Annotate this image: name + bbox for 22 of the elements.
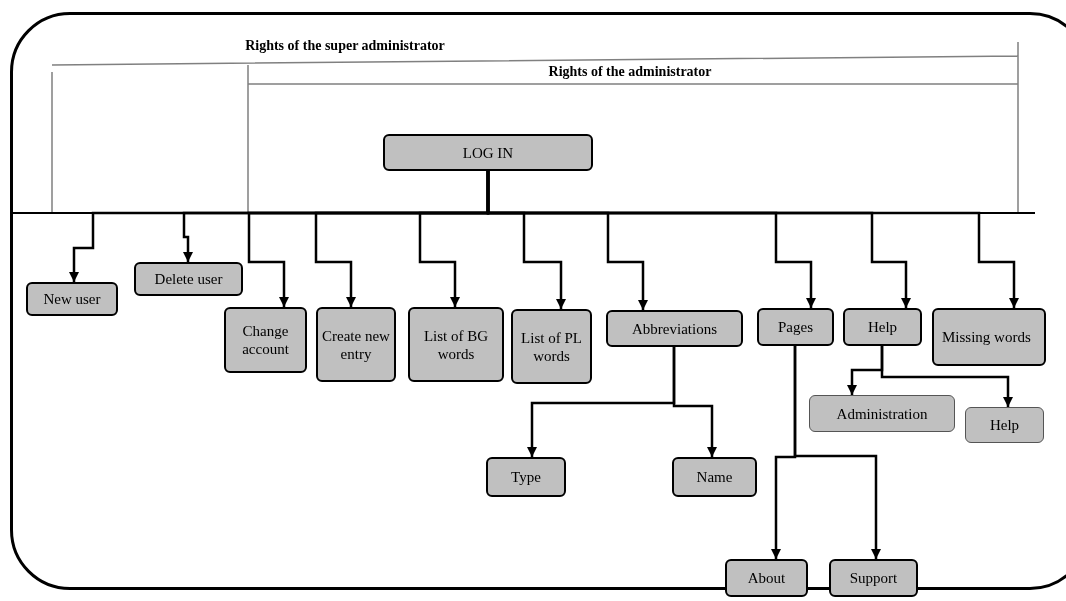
menu-box: Abbreviations: [606, 310, 743, 347]
connector-arrow: [672, 347, 717, 457]
menu-box: List of PL words: [511, 309, 592, 384]
menu-box: Missing words: [932, 308, 1046, 366]
menu-box: New user: [26, 282, 118, 316]
bracket-label: Rights of the super administrator: [244, 37, 446, 55]
menu-box: Change account: [224, 307, 307, 373]
menu-box: Help: [843, 308, 922, 346]
menu-box: List of BG words: [408, 307, 504, 382]
menu-box: Administration: [809, 395, 955, 432]
menu-box: LOG IN: [383, 134, 593, 171]
connector-arrow: [880, 346, 1013, 407]
menu-box: About: [725, 559, 808, 597]
menu-box: Name: [672, 457, 757, 497]
menu-box: Delete user: [134, 262, 243, 296]
bracket-label: Rights of the administrator: [547, 63, 713, 81]
menu-box: Support: [829, 559, 918, 597]
menu-box: Create new entry: [316, 307, 396, 382]
menu-box: Pages: [757, 308, 834, 346]
menu-box: Help: [965, 407, 1044, 443]
connector-arrow: [793, 346, 881, 559]
menu-box: Type: [486, 457, 566, 497]
